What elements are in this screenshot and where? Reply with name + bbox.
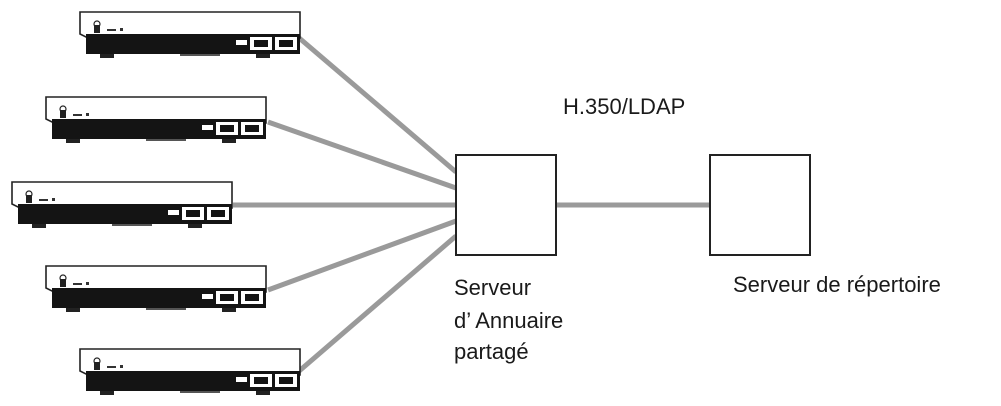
set-top-box-icon [79, 348, 301, 396]
device-links [233, 35, 458, 374]
link-device-1 [296, 35, 458, 174]
directory-server-label: Serveur de répertoire [733, 272, 941, 297]
link-device-4 [267, 218, 457, 293]
set-top-box-icon [45, 96, 267, 144]
protocol-label: H.350/LDAP [563, 94, 686, 119]
shared-directory-server-box [455, 154, 557, 256]
directory-server-box [709, 154, 811, 256]
link-device-2 [267, 119, 457, 191]
set-top-box-icon [11, 181, 233, 229]
shared-server-label-line-1: Serveur [454, 275, 532, 300]
shared-server-label-line-2: d’ Annuaire [454, 308, 564, 333]
link-device-5 [296, 234, 458, 374]
set-top-box-icon [45, 265, 267, 313]
set-top-box-icon [79, 11, 301, 59]
shared-server-label-line-3: partagé [454, 339, 529, 364]
